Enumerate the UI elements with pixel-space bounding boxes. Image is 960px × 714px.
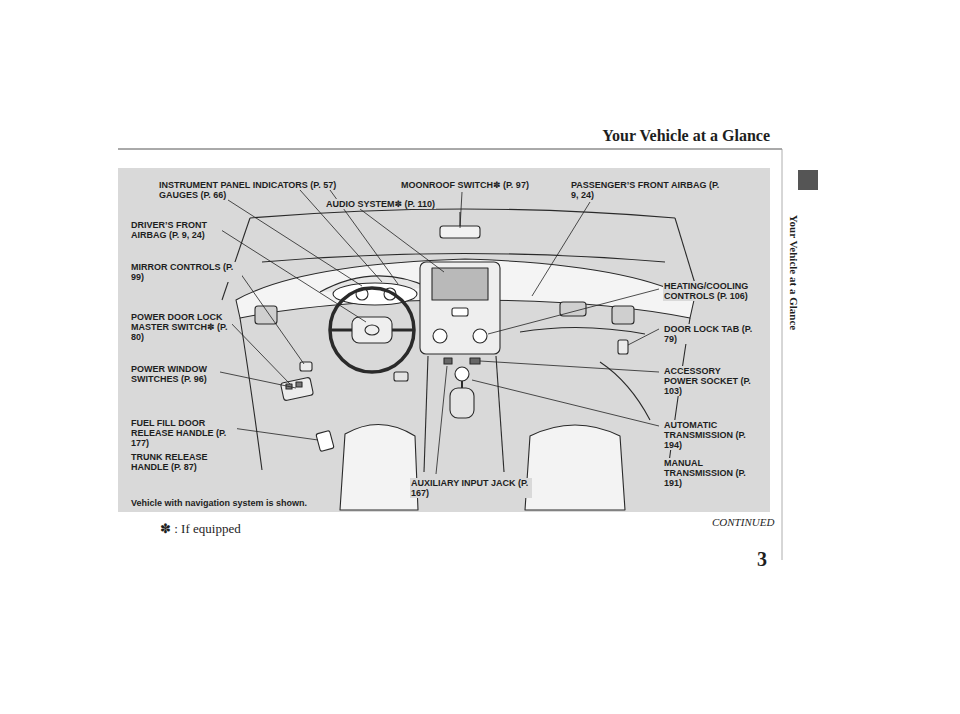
console-side	[424, 356, 428, 472]
center-stack	[420, 262, 500, 354]
callout-label: MANUAL TRANSMISSION (P. 191)	[663, 458, 753, 488]
callout-label: MIRROR CONTROLS (P. 99)	[130, 262, 242, 282]
callout-label: DOOR LOCK TAB (P. 79)	[663, 324, 755, 344]
page-title: Your Vehicle at a Glance	[520, 126, 770, 145]
window-switch-panel	[280, 377, 313, 401]
fuel-release-handle	[316, 430, 334, 451]
callout-label: TRUNK RELEASE HANDLE (P. 87)	[130, 452, 222, 472]
footnote: ✽ : If equipped	[160, 521, 241, 536]
aux-jack	[444, 358, 452, 364]
page-number: 3	[757, 548, 767, 570]
leader-line	[436, 366, 447, 474]
driver-seat	[340, 424, 418, 510]
leader-line	[628, 329, 659, 345]
leader-line	[228, 320, 290, 384]
shift-knob	[455, 367, 469, 381]
climate-knob	[473, 329, 487, 343]
console-side	[496, 356, 504, 472]
callout-label: AUDIO SYSTEM✽ (P. 110)	[325, 199, 436, 209]
shifter-boot	[450, 388, 474, 418]
callout-label: POWER DOOR LOCK MASTER SWITCH✽ (P. 80)	[130, 312, 232, 342]
header-rule	[118, 149, 782, 150]
section-tab-text: Your Vehicle at a Glance	[787, 198, 800, 348]
callout-label: PASSENGER’S FRONT AIRBAG (P. 9, 24)	[570, 180, 722, 200]
callout-label: GAUGES (P. 66)	[158, 190, 227, 200]
leader-line	[360, 209, 444, 272]
a-pillar	[222, 218, 250, 300]
power-socket	[470, 358, 480, 364]
leader-line	[228, 200, 362, 286]
mirror-switch	[300, 362, 312, 371]
audio-buttons	[452, 308, 468, 316]
steering-wheel	[330, 288, 414, 372]
interior-drawing	[222, 209, 700, 510]
spoke	[330, 329, 352, 332]
callout-label: INSTRUMENT PANEL INDICATORS (P. 57)	[158, 180, 337, 190]
leader-line	[488, 289, 659, 334]
continued-mark: CONTINUED	[712, 516, 774, 529]
callout-label: HEATING/COOLING CONTROLS (P. 106)	[663, 281, 765, 301]
leader-line	[460, 192, 462, 228]
air-vent	[612, 306, 634, 324]
leader-line	[220, 372, 296, 388]
leader-line	[238, 270, 304, 364]
switch	[296, 382, 302, 387]
callout-label: FUEL FILL DOOR RELEASE HANDLE (P. 177)	[130, 418, 237, 448]
callout-label: ACCESSORY POWER SOCKET (P. 103)	[663, 366, 755, 396]
leader-line	[480, 361, 659, 372]
callout-label: DRIVER’S FRONT AIRBAG (P. 9, 24)	[130, 220, 222, 240]
leader-line	[472, 380, 659, 426]
windshield-frame	[250, 209, 675, 218]
glove-box	[520, 327, 645, 334]
airbag-hub	[352, 317, 392, 343]
left-door-panel	[240, 318, 262, 470]
section-tab	[798, 170, 818, 190]
emblem	[365, 325, 379, 335]
navigation-screen	[432, 268, 488, 300]
callout-label: POWER WINDOW SWITCHES (P. 96)	[130, 364, 217, 384]
figure-note: Vehicle with navigation system is shown.	[130, 498, 308, 508]
figure-panel	[118, 168, 770, 512]
climate-knob	[433, 329, 447, 343]
callout-label: AUXILIARY INPUT JACK (P. 167)	[410, 478, 532, 498]
leader-lines	[218, 190, 659, 474]
door-lock-tab	[618, 340, 628, 354]
passenger-seat	[525, 425, 625, 510]
callout-label: AUTOMATIC TRANSMISSION (P. 194)	[663, 420, 753, 450]
spoke	[392, 329, 414, 332]
pedal	[394, 372, 408, 381]
leader-line	[532, 202, 590, 296]
margin-rule	[782, 149, 783, 560]
callout-label: MOONROOF SWITCH✽ (P. 97)	[400, 180, 530, 190]
